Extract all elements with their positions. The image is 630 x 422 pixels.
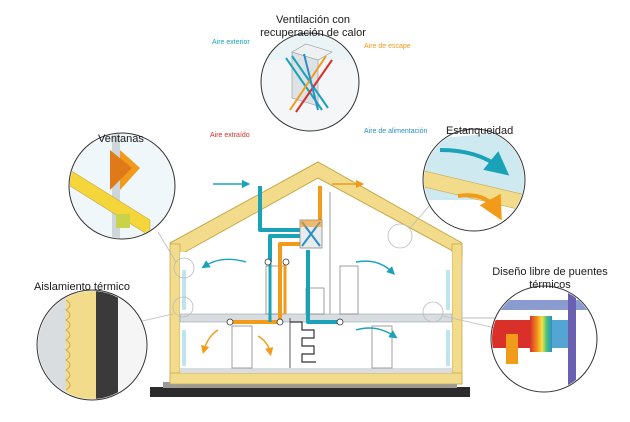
label-windows: Ventanas	[98, 133, 144, 145]
air-flow-arrows	[201, 179, 398, 357]
label-thermal-bridge-line2: térmicos	[529, 278, 571, 291]
label-extract-air: Aire extraído	[210, 132, 250, 139]
airtightness-detail	[422, 128, 526, 232]
window-detail	[68, 132, 176, 240]
label-exhaust-air: Aire de escape	[364, 43, 411, 50]
vent-outlets	[226, 258, 344, 326]
label-thermal-bridge-line1: Diseño libre de puentes	[492, 266, 608, 278]
ventilation-title-line2: recuperación de calor	[260, 26, 366, 39]
label-insulation: Aislamiento térmico	[34, 281, 130, 293]
heat-exchanger-detail	[260, 32, 360, 132]
label-airtightness: Estanqueidad	[446, 125, 514, 137]
thermal-bridge-detail	[490, 285, 598, 393]
label-supply-air: Aire de alimentación	[364, 128, 428, 135]
label-outdoor-air: Aire exterior	[212, 39, 250, 46]
insulation-layer-icon	[38, 291, 146, 399]
house-envelope	[169, 161, 500, 385]
ventilation-title: Ventilación con recuperación de calor	[258, 14, 368, 39]
ventilation-title-line1: Ventilación con	[276, 14, 350, 26]
airtight-seal-icon	[424, 130, 524, 221]
label-thermal-bridge: Diseño libre de puentes térmicos	[490, 266, 610, 291]
ground	[150, 387, 470, 397]
window-icon	[70, 134, 151, 238]
insulation-detail	[36, 289, 148, 401]
thermal-bridge-icon	[492, 287, 596, 391]
heat-exchanger-icon	[285, 43, 333, 113]
